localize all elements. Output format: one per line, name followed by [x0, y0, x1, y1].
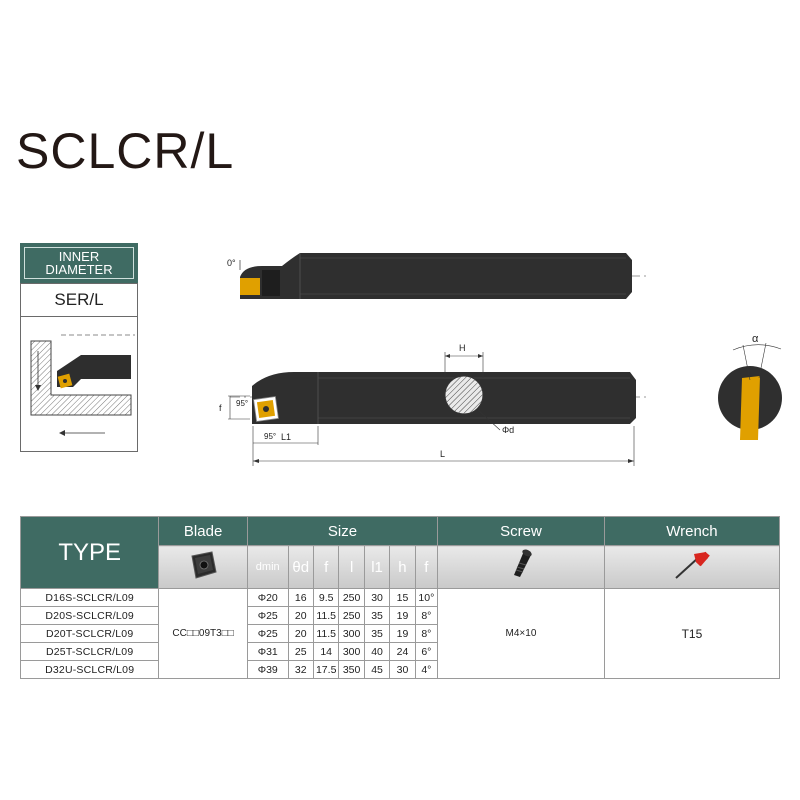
row-l: 300 — [338, 624, 365, 643]
card-header-line1: INNER — [58, 249, 100, 264]
row-angle: 8° — [414, 624, 439, 643]
row-model: D32U-SCLCR/L09 — [19, 660, 160, 679]
blade-image-cell — [158, 545, 248, 589]
tool-top-view: 0° — [227, 253, 650, 299]
angle-top-label: 0° — [227, 258, 236, 268]
tool-side-view: H Φd f 95° 95° L1 L — [219, 343, 650, 466]
size-col-angle: f — [414, 545, 439, 589]
size-col-l: l — [338, 545, 365, 589]
row-f: 11.5 — [312, 606, 340, 625]
application-card: INNER DIAMETER SER/L — [20, 243, 138, 453]
row-model: D16S-SCLCR/L09 — [19, 588, 160, 607]
row-model: D25T-SCLCR/L09 — [19, 642, 160, 661]
dim-h-label: H — [459, 343, 466, 353]
technical-drawing: 0° H Φd f 95° 95° — [219, 253, 782, 466]
row-d: 20 — [287, 624, 314, 643]
row-angle: 4° — [414, 660, 439, 679]
table-row: D20T-SCLCR/L09 Φ25 20 11.5 300 35 19 8° — [19, 624, 780, 643]
row-model: D20S-SCLCR/L09 — [19, 606, 160, 625]
boring-illustration — [20, 315, 138, 452]
row-h: 30 — [389, 660, 416, 679]
row-l: 350 — [338, 660, 365, 679]
screw-icon — [513, 549, 532, 577]
row-l1: 35 — [363, 606, 391, 625]
table-row: D16S-SCLCR/L09 CC□□09T3□□ Φ20 16 9.5 250… — [19, 588, 781, 679]
row-d: 32 — [287, 660, 314, 679]
row-model: D20T-SCLCR/L09 — [19, 624, 160, 643]
row-h: 19 — [389, 624, 416, 643]
row-l: 250 — [338, 606, 365, 625]
size-col-l1: l1 — [363, 545, 391, 589]
row-l: 300 — [338, 642, 365, 661]
wrench-header: Wrench — [603, 516, 781, 546]
angle-bottom-label: 95° — [264, 432, 276, 441]
dim-f-label: f — [219, 403, 222, 413]
wrench-value: T15 — [603, 588, 781, 679]
row-angle: 6° — [414, 642, 439, 661]
row-dmin: Φ25 — [246, 624, 289, 643]
row-dmin: Φ25 — [246, 606, 289, 625]
card-header-line2: DIAMETER — [45, 262, 113, 277]
row-dmin: Φ31 — [246, 642, 289, 661]
row-h: 15 — [389, 588, 416, 607]
angle-alpha-label: α — [752, 333, 759, 345]
wrench-image-cell — [603, 545, 781, 589]
row-l1: 45 — [363, 660, 391, 679]
row-f: 11.5 — [312, 624, 340, 643]
row-h: 24 — [389, 642, 416, 661]
blade-code: CC□□09T3□□ — [158, 588, 248, 679]
size-col-d: θd — [287, 545, 314, 589]
row-d: 20 — [287, 606, 314, 625]
dim-phid-label: Φd — [502, 425, 514, 435]
table-row: D25T-SCLCR/L09 Φ31 25 14 300 40 24 6° — [19, 642, 780, 661]
row-h: 19 — [389, 606, 416, 625]
spec-table: TYPE Blade Size Screw Wrench dmin θd f l… — [19, 516, 781, 679]
size-col-dmin: dmin — [246, 545, 289, 589]
screw-image-cell — [437, 545, 605, 589]
row-f: 14 — [312, 642, 340, 661]
card-header: INNER DIAMETER — [20, 243, 138, 283]
dim-l-label: L — [440, 449, 445, 459]
table-row: D32U-SCLCR/L09 Φ39 32 17.5 350 45 30 4° — [19, 660, 780, 679]
screw-value: M4×10 — [437, 588, 605, 679]
row-dmin: Φ39 — [246, 660, 289, 679]
row-angle: 10° — [414, 588, 439, 607]
row-l: 250 — [338, 588, 365, 607]
blade-header: Blade — [158, 516, 248, 546]
type-header: TYPE — [19, 516, 160, 589]
card-code: SER/L — [20, 283, 138, 317]
torx-wrench-icon — [675, 551, 710, 579]
insert-blade-icon — [191, 551, 217, 579]
row-l1: 40 — [363, 642, 391, 661]
size-col-f: f — [312, 545, 340, 589]
row-dmin: Φ20 — [246, 588, 289, 607]
row-f: 17.5 — [312, 660, 340, 679]
size-col-h: h — [389, 545, 416, 589]
tool-end-view: α — [718, 333, 782, 440]
size-header: Size — [246, 516, 439, 546]
row-l1: 35 — [363, 624, 391, 643]
row-f: 9.5 — [312, 588, 340, 607]
row-d: 16 — [287, 588, 314, 607]
row-l1: 30 — [363, 588, 391, 607]
row-angle: 8° — [414, 606, 439, 625]
angle-side-label: 95° — [236, 399, 248, 408]
dim-l1-label: L1 — [281, 432, 291, 442]
screw-header: Screw — [437, 516, 605, 546]
page-title: SCLCR/L — [16, 123, 235, 179]
row-d: 25 — [287, 642, 314, 661]
